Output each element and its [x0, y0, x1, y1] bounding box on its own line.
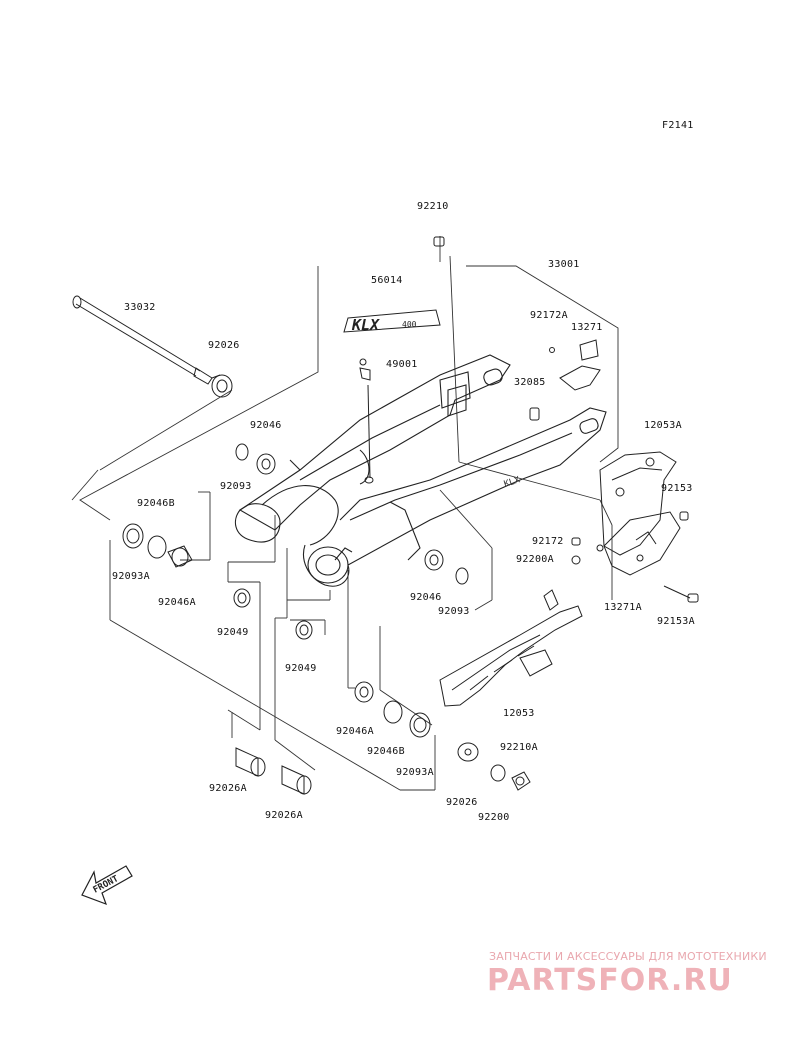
collar-92026	[211, 374, 233, 398]
part-label-92200A: 92200A	[516, 554, 554, 565]
nut-92210A	[511, 771, 531, 791]
seal-92093-mid	[455, 567, 469, 585]
part-label-33032: 33032	[124, 302, 156, 313]
seal-92046B-lower	[383, 700, 403, 724]
part-label-92210A: 92210A	[500, 742, 538, 753]
washer-92026-lower	[457, 742, 479, 762]
chain-guide-13271	[549, 339, 601, 391]
part-label-92026A-a: 92026A	[209, 783, 247, 794]
swingarm-part-stamp: KLX	[503, 475, 522, 490]
part-label-12053: 12053	[503, 708, 535, 719]
swingarm: KLX	[234, 354, 607, 587]
part-label-32085: 32085	[514, 377, 546, 388]
bolt-92153A	[663, 585, 699, 603]
bolt-32085	[529, 407, 540, 421]
bolt-92210	[433, 236, 445, 247]
part-label-92093-mid: 92093	[438, 606, 470, 617]
part-label-92046: 92046	[250, 420, 282, 431]
klx-emblem: KLX 400	[343, 309, 441, 334]
part-label-92046A: 92046A	[158, 597, 196, 608]
seal-92046B-left	[147, 535, 167, 559]
part-label-92049-right: 92049	[285, 663, 317, 674]
part-label-92093A-lower: 92093A	[396, 767, 434, 778]
part-label-92153A: 92153A	[657, 616, 695, 627]
emblem-text: KLX	[351, 316, 380, 334]
part-label-56014: 56014	[371, 275, 403, 286]
part-label-92172A: 92172A	[530, 310, 568, 321]
figure-code: F2141	[662, 120, 694, 131]
bearing-92046A-left	[167, 545, 193, 568]
screw-92172	[571, 537, 581, 546]
bearing-92046-mid	[424, 549, 444, 571]
part-label-33001: 33001	[548, 259, 580, 270]
watermark-logo: PARTSFOR.RU	[487, 963, 733, 998]
part-label-92093: 92093	[220, 481, 252, 492]
seal-92093A-left	[122, 523, 144, 549]
part-label-92049-left: 92049	[217, 627, 249, 638]
part-label-92046B: 92046B	[137, 498, 175, 509]
seal-92093A-lower	[409, 712, 431, 738]
emblem-subtext: 400	[402, 320, 417, 329]
part-label-92026: 92026	[208, 340, 240, 351]
part-label-92172: 92172	[532, 536, 564, 547]
collar-92026A-b	[281, 765, 312, 795]
chain-guide-12053A	[596, 451, 681, 576]
collar-92049-right	[295, 620, 313, 640]
washer-92200	[490, 764, 506, 782]
grease-nipple-49001	[359, 358, 374, 484]
washer-92200A	[571, 555, 581, 565]
part-label-92046B-lower: 92046B	[367, 746, 405, 757]
part-label-92153: 92153	[661, 483, 693, 494]
part-label-13271A: 13271A	[604, 602, 642, 613]
part-label-92210: 92210	[417, 201, 449, 212]
bearing-92046-upper	[235, 443, 276, 475]
collar-92049-left	[233, 588, 251, 608]
part-label-92026A-b: 92026A	[265, 810, 303, 821]
part-label-13271: 13271	[571, 322, 603, 333]
leader-lines	[71, 236, 619, 791]
part-label-92046A-lower: 92046A	[336, 726, 374, 737]
bearing-92046A-lower	[354, 681, 374, 703]
collar-92026A-a	[235, 747, 266, 777]
part-label-12053A: 12053A	[644, 420, 682, 431]
part-label-49001: 49001	[386, 359, 418, 370]
part-label-92026-lower: 92026	[446, 797, 478, 808]
front-arrow-icon: FRONT	[81, 865, 133, 906]
chain-slider-12053	[439, 589, 583, 707]
pivot-shaft	[72, 295, 213, 385]
bolt-92153	[679, 511, 689, 521]
part-label-92046-mid: 92046	[410, 592, 442, 603]
part-label-92093A: 92093A	[112, 571, 150, 582]
watermark-caption: ЗАПЧАСТИ И АКСЕССУАРЫ ДЛЯ МОТОТЕХНИКИ	[489, 950, 767, 963]
part-label-92200: 92200	[478, 812, 510, 823]
